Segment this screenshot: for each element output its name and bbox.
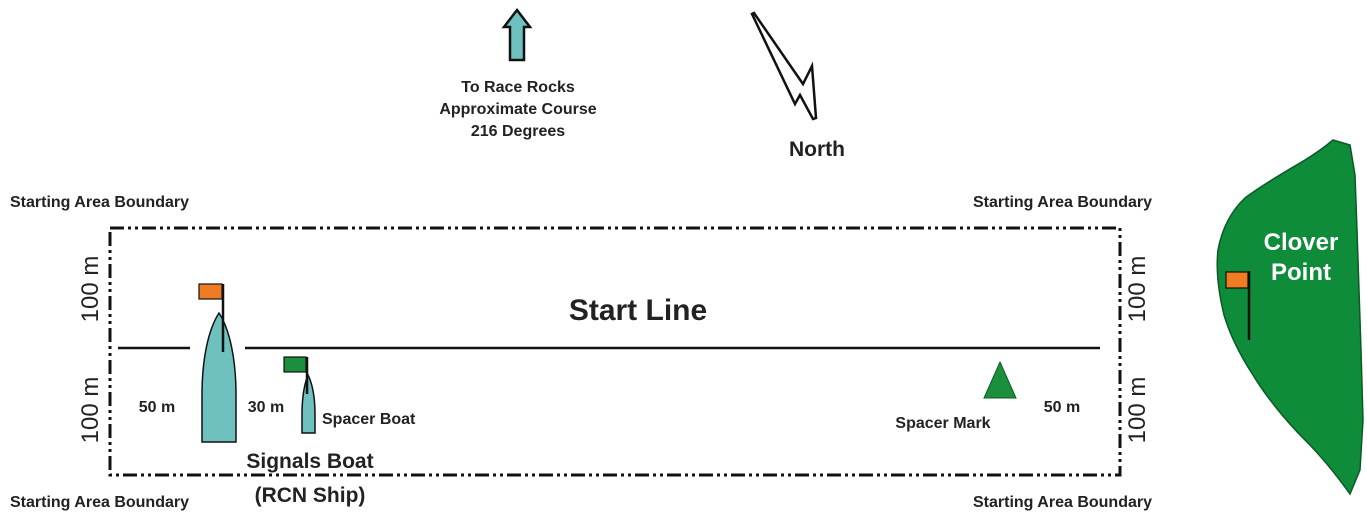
spacer-mark-label: Spacer Mark — [895, 415, 990, 432]
distance-signals-to-edge: 50 m — [139, 399, 175, 416]
signals-boat-label-line1: Signals Boat — [246, 450, 373, 473]
course-text-line2: Approximate Course — [439, 101, 596, 118]
starting-area-boundary — [108, 226, 1122, 477]
boundary-label-bottom-right: Starting Area Boundary — [973, 494, 1152, 511]
start-line-label: Start Line — [569, 294, 707, 327]
course-text-line3: 216 Degrees — [471, 123, 565, 140]
distance-right-lower: 100 m — [1124, 377, 1151, 444]
clover-point-label-line2: Point — [1271, 259, 1331, 286]
spacer-boat-hull — [301, 373, 316, 434]
course-arrow-icon — [501, 7, 533, 62]
distance-left-lower: 100 m — [77, 377, 104, 444]
distance-right-upper: 100 m — [1124, 256, 1151, 323]
course-text-line1: To Race Rocks — [461, 79, 575, 96]
distance-mark-to-edge: 50 m — [1044, 399, 1080, 416]
north-label: North — [789, 138, 845, 161]
signals-boat-label-line2: (RCN Ship) — [255, 484, 366, 507]
signals-boat-orange-flag — [198, 283, 223, 300]
distance-signals-to-spacer: 30 m — [248, 399, 284, 416]
distance-left-upper: 100 m — [77, 256, 104, 323]
spacer-boat-label: Spacer Boat — [322, 411, 416, 428]
clover-point-orange-flag — [1225, 271, 1249, 289]
boundary-label-top-right: Starting Area Boundary — [973, 194, 1152, 211]
north-arrow-icon — [750, 11, 818, 121]
boundary-label-bottom-left: Starting Area Boundary — [10, 494, 189, 511]
spacer-boat-green-flag — [283, 356, 307, 373]
clover-point-label-line1: Clover — [1264, 229, 1339, 256]
signals-boat-hull — [201, 311, 237, 443]
spacer-mark-triangle-icon — [983, 360, 1017, 399]
clover-point-land — [1216, 139, 1364, 496]
boundary-label-top-left: Starting Area Boundary — [10, 194, 189, 211]
